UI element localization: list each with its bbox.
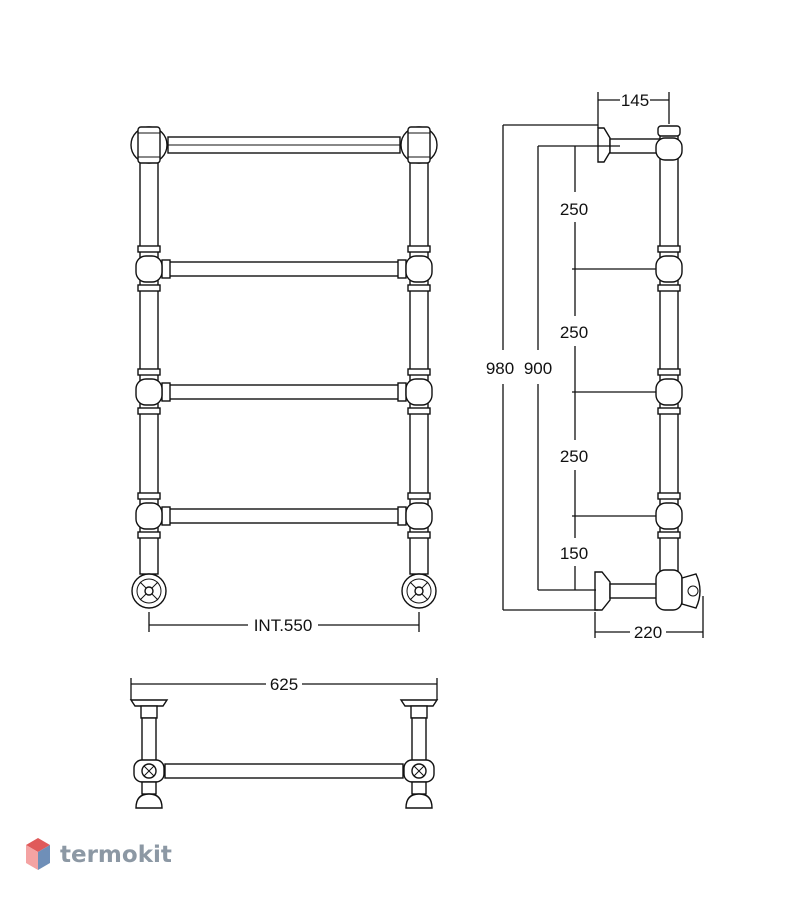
front-rail-2	[161, 382, 407, 402]
front-left-upright	[130, 126, 168, 609]
dimension-top-depth: 145	[597, 91, 670, 128]
dimension-int-width-label: INT.550	[254, 616, 313, 635]
top-view-rail	[164, 763, 404, 779]
front-view: INT.550	[130, 126, 438, 635]
dimension-int-width: INT.550	[148, 612, 420, 635]
brand-name: termokit	[60, 842, 172, 868]
dimension-bottom-depth: 220	[594, 596, 704, 642]
brand-watermark: termokit	[26, 838, 172, 870]
dimension-spacing-1-label: 250	[560, 200, 588, 219]
dimension-bottom-depth-label: 220	[634, 623, 662, 642]
dimension-total-width: 625	[130, 675, 438, 700]
dimension-pipe-height-label: 900	[524, 359, 552, 378]
front-rail-3	[161, 506, 407, 526]
dimension-total-height: 980	[486, 124, 598, 611]
top-view: 625	[129, 675, 439, 809]
side-view: 145 980	[486, 91, 704, 642]
dimension-pipe-height: 900	[524, 145, 620, 591]
dimension-total-width-label: 625	[270, 675, 298, 694]
brand-logo-icon	[26, 838, 50, 870]
dimension-total-height-label: 980	[486, 359, 514, 378]
dimension-spacing-3-label: 250	[560, 447, 588, 466]
dimension-top-depth-label: 145	[621, 91, 649, 110]
dimension-spacing-2-label: 250	[560, 323, 588, 342]
dimension-rail-spacings: 250 250 250 150	[560, 146, 656, 590]
dimension-bottom-offset-label: 150	[560, 544, 588, 563]
front-right-upright	[400, 126, 438, 609]
front-rail-1	[161, 259, 407, 279]
